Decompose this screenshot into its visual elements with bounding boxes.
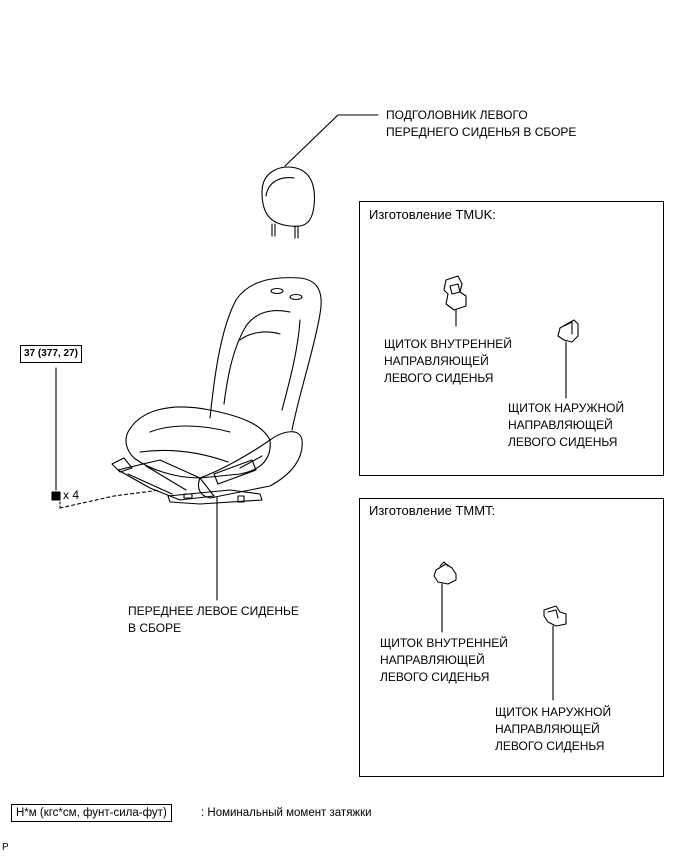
tmmt-inner-label-line3: ЛЕВОГО СИДЕНЬЯ (380, 670, 490, 684)
bolt-dashed-leader (59, 489, 161, 509)
bolt-qty-label: x 4 (63, 488, 80, 502)
tmmt-outer-label-line1: ЩИТОК НАРУЖНОЙ (495, 705, 612, 719)
headrest-drawing (261, 166, 316, 239)
tmmt-inner-label-line2: НАПРАВЛЯЮЩЕЙ (380, 653, 485, 667)
torque-unit-legend-box: Н*м (кгс*см, фунт-сила-фут) (11, 804, 172, 822)
headrest-label-line2: ПЕРЕДНЕГО СИДЕНЬЯ В СБОРЕ (386, 125, 577, 139)
tmuk-outer-label-line2: НАПРАВЛЯЮЩЕЙ (508, 418, 613, 432)
bolt-torque-label: 37 (377, 27) (20, 345, 82, 363)
tmuk-inner-label-line3: ЛЕВОГО СИДЕНЬЯ (384, 371, 494, 385)
tmuk-title: Изготовление TMUK: (369, 207, 496, 222)
tmuk-outer-label-line1: ЩИТОК НАРУЖНОЙ (508, 401, 625, 415)
headrest-leader (284, 114, 379, 167)
seat-label-line2: В СБОРЕ (128, 621, 182, 635)
tmmt-outer-cover-drawing (543, 605, 567, 701)
tmmt-inner-cover-drawing (433, 561, 457, 633)
tmuk-inner-label-line1: ЩИТОК ВНУТРЕННЕЙ (384, 337, 512, 351)
tmmt-outer-label-line2: НАПРАВЛЯЮЩЕЙ (495, 722, 600, 736)
tmmt-inner-label-line1: ЩИТОК ВНУТРЕННЕЙ (380, 636, 508, 650)
tmmt-title: Изготовление TMMT: (369, 503, 496, 518)
tmuk-inner-label-line2: НАПРАВЛЯЮЩЕЙ (384, 354, 489, 368)
seat-label-line1: ПЕРЕДНЕЕ ЛЕВОЕ СИДЕНЬЕ (128, 604, 299, 618)
tmmt-region (359, 498, 664, 777)
seat-drawing (111, 277, 322, 505)
tmuk-region (359, 201, 664, 476)
bolt-drawing (51, 367, 61, 501)
corner-mark: P (2, 842, 9, 853)
torque-legend-description: : Номинальный момент затяжки (201, 807, 372, 819)
headrest-label-line1: ПОДГОЛОВНИК ЛЕВОГО (386, 108, 528, 122)
tmuk-outer-cover-drawing (557, 319, 579, 399)
tmmt-outer-label-line3: ЛЕВОГО СИДЕНЬЯ (495, 739, 605, 753)
tmuk-outer-label-line3: ЛЕВОГО СИДЕНЬЯ (508, 435, 618, 449)
tmuk-inner-cover-drawing (443, 275, 467, 327)
